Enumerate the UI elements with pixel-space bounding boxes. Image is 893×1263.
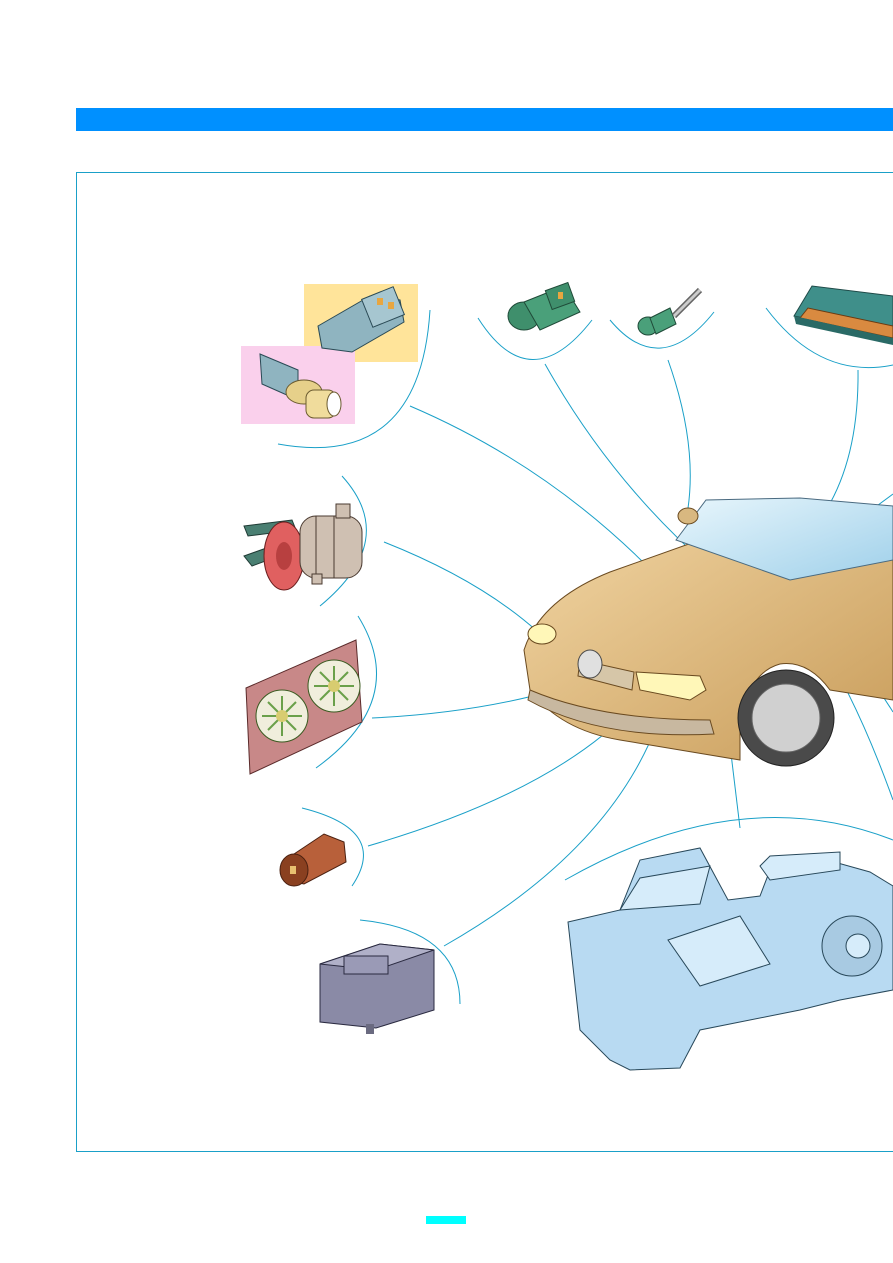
diagram-frame <box>76 172 893 1152</box>
callout-arc-temp-switch <box>301 807 364 887</box>
relay-module-icon <box>319 943 435 1034</box>
radiator-fans-icon <box>245 639 363 775</box>
leader-line-compressor <box>383 541 539 633</box>
temperature-sensor-icon <box>637 287 703 336</box>
callout-arc-blower <box>564 817 893 881</box>
callout-arc-temp-sensor <box>609 311 715 349</box>
page-marker <box>426 1216 466 1224</box>
callout-arc-relay <box>359 919 461 1005</box>
callout-arc-pressure-switch <box>277 309 431 449</box>
coolant-temperature-switch-icon <box>279 833 347 887</box>
green-sensor-connector-icon <box>507 281 581 331</box>
callout-arc-compressor <box>319 475 367 607</box>
control-unit-icon <box>793 285 893 345</box>
leader-line-green-connector <box>544 363 709 567</box>
car-illustration <box>523 497 893 767</box>
callout-arc-control-unit <box>765 307 893 369</box>
leader-line-temp-sensor <box>667 359 691 521</box>
callout-arc-fans <box>315 615 378 769</box>
pressure-switch-pair-icon <box>241 284 418 424</box>
heater-blower-housing-icon <box>567 847 893 1071</box>
callout-arc-green-connector <box>477 317 593 360</box>
header-band <box>76 108 893 131</box>
ac-compressor-icon <box>243 503 363 591</box>
